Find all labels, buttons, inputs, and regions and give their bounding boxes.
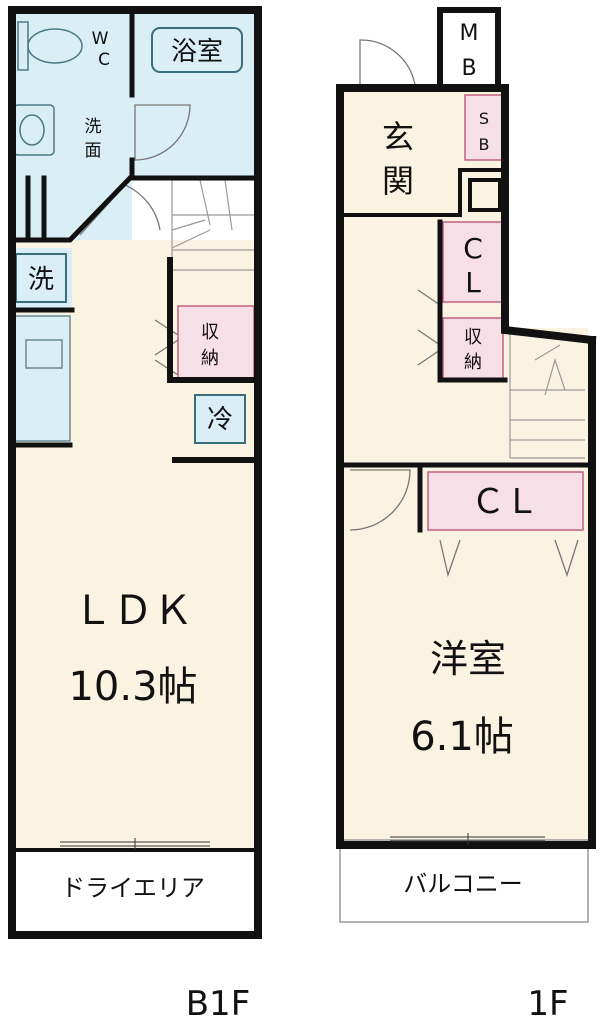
bath-door-swing: [134, 104, 191, 161]
mb-box: [440, 10, 495, 88]
1f-plan: [336, 7, 597, 923]
labels-b1f: W C 浴室 洗 面 洗 収 納 冷 ＬＤＫ 10.3帖 ドライエリア B1F: [28, 29, 250, 1024]
room-door-swing: [349, 469, 411, 531]
washroom-label-2: 面: [85, 141, 102, 161]
cl-label-l: L: [465, 266, 481, 299]
mb-label-m: M: [460, 21, 479, 46]
dry-area-label: ドライエリア: [61, 874, 205, 902]
closet-label: ＣＬ: [471, 482, 539, 522]
wc-label-c: C: [98, 50, 110, 70]
walls-1f: [336, 7, 597, 849]
closet-doors-icon: [439, 539, 579, 578]
sb-label-s: S: [479, 109, 489, 128]
toilet-bowl-icon: [27, 28, 83, 64]
toilet-tank-icon: [17, 21, 29, 71]
ldk-size-label: 10.3帖: [68, 664, 197, 710]
sb-label-b: B: [479, 135, 490, 154]
cl-small-box: [442, 221, 504, 303]
1f-cutout: [505, 88, 595, 328]
ldk-label: ＬＤＫ: [73, 588, 193, 634]
sink-icon: [25, 339, 63, 369]
cl-label-c: C: [463, 232, 483, 265]
bath-label-box: [151, 27, 243, 73]
bath-label: 浴室: [171, 37, 223, 67]
kitchen-counter: [11, 315, 71, 442]
western-room-label: 洋室: [430, 637, 506, 681]
small-door-icons: [417, 289, 441, 366]
fridge-box: [194, 394, 246, 444]
dry-area-floor: [12, 850, 258, 925]
storage-1f-box: [442, 317, 504, 381]
sb-box: [464, 94, 504, 161]
laundry-label-box: [15, 253, 67, 303]
balcony-label: バルコニー: [403, 870, 523, 898]
window-b1f: [60, 838, 210, 850]
storage-label-1: 収: [201, 322, 219, 343]
window-1f: [390, 833, 545, 845]
balcony-floor: [339, 839, 589, 923]
entrance-label-1: 玄: [382, 118, 414, 156]
labels-1f: M B 玄 関 S B C L 収 納 ＣＬ 洋室 6.1帖 バルコニー 1F: [382, 21, 569, 1024]
closet-box: [427, 471, 584, 531]
storage-b1f: [177, 305, 255, 379]
b1f-plan: [8, 6, 262, 939]
storage-1f-label-2: 納: [464, 352, 482, 373]
entrance-label-2: 関: [382, 162, 414, 200]
basin-bowl-icon: [19, 114, 45, 146]
stairs-1f: [509, 328, 585, 459]
western-size-label: 6.1帖: [410, 714, 514, 760]
fridge-label: 冷: [207, 405, 233, 435]
storage-1f-label-1: 収: [464, 327, 482, 348]
wc-label-w: W: [92, 29, 109, 49]
storage-door-left: [154, 319, 179, 376]
washroom-label-1: 洗: [85, 117, 102, 137]
laundry-label: 洗: [28, 265, 54, 295]
floor-label-1f: 1F: [527, 984, 568, 1024]
mb-label-b: B: [461, 56, 476, 81]
floor-label-b1f: B1F: [186, 984, 251, 1024]
storage-label-2: 納: [201, 348, 219, 369]
entrance-door-swing: [359, 39, 416, 86]
